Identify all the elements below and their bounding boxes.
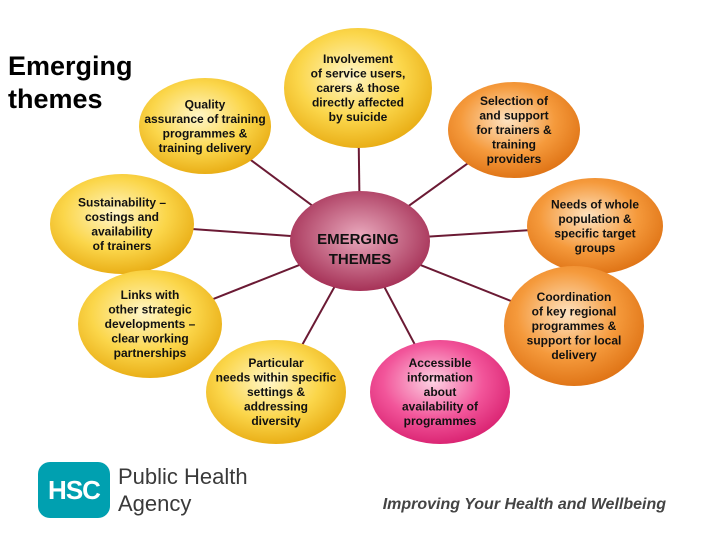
node-involvement-line-3: carers & those — [316, 81, 400, 95]
title-line-1: Emerging — [8, 51, 133, 81]
node-coordination-line-5: delivery — [551, 348, 597, 362]
node-needs-line-3: specific target — [554, 226, 635, 240]
node-coordination-line-3: programmes & — [532, 319, 617, 333]
hsc-logo: HSC Public Health Agency — [38, 462, 258, 520]
node-sustainability-bubble — [50, 174, 194, 274]
node-links-line-2: other strategic — [108, 303, 192, 317]
node-accessible-line-3: about — [424, 385, 457, 399]
node-quality-line-2: assurance of training — [144, 112, 265, 126]
hsc-badge: HSC — [38, 462, 110, 518]
organisation-name: Public Health Agency — [118, 463, 248, 517]
node-sustainability-line-3: availability — [91, 224, 153, 238]
tagline: Improving Your Health and Wellbeing — [382, 496, 666, 513]
node-selection-bubble — [448, 82, 580, 178]
svg-text:EMERGING THEMES: EMERGING THEMES — [317, 231, 403, 268]
node-accessible-line-2: information — [407, 371, 473, 385]
node-involvement-line-1: Involvement — [323, 52, 393, 66]
node-links-line-1: Links with — [121, 288, 180, 302]
node-needs-line-4: groups — [575, 241, 616, 255]
node-coordination-line-1: Coordination — [537, 290, 612, 304]
node-needs-line-2: population & — [558, 212, 632, 226]
node-quality-line-1: Quality — [185, 97, 226, 111]
node-quality-line-3: programmes & — [163, 126, 248, 140]
node-particular-line-5: diversity — [251, 414, 301, 428]
node-accessible-line-1: Accessible — [409, 356, 472, 370]
node-particular-line-3: settings & — [247, 385, 305, 399]
node-selection-line-3: for trainers & — [476, 123, 552, 137]
node-particular-line-2: needs within specific — [216, 371, 337, 385]
organisation-name-line-2: Agency — [118, 491, 192, 516]
node-needs-bubble — [527, 178, 663, 274]
node-links-bubble — [78, 270, 222, 378]
node-links-line-3: developments – — [105, 317, 196, 331]
node-involvement-bubble — [284, 28, 432, 148]
center-node: EMERGING THEMES — [290, 191, 430, 291]
node-selection-line-5: providers — [487, 152, 542, 166]
node-selection-line-1: Selection of — [480, 94, 549, 108]
node-coordination-line-2: of key regional — [532, 305, 617, 319]
node-particular-line-4: addressing — [244, 400, 308, 414]
node-involvement-line-4: directly affected — [312, 96, 404, 110]
title-line-2: themes — [8, 84, 103, 114]
center-label-line-1: EMERGING — [317, 231, 399, 248]
center-label-line-2: THEMES — [329, 251, 392, 268]
node-particular-line-1: Particular — [248, 356, 304, 370]
page-title: Emerging themes — [8, 50, 133, 116]
node-selection-line-2: and support — [479, 109, 548, 123]
node-links-line-5: partnerships — [114, 346, 187, 360]
node-involvement-line-5: by suicide — [329, 110, 388, 124]
node-sustainability-line-2: costings and — [85, 210, 159, 224]
node-accessible-bubble — [370, 340, 510, 444]
node-coordination-bubble — [504, 266, 644, 386]
node-quality-line-4: training delivery — [159, 141, 252, 155]
node-quality-bubble — [139, 78, 271, 174]
node-accessible-line-5: programmes — [404, 414, 477, 428]
node-accessible-line-4: availability of — [402, 400, 479, 414]
node-particular-bubble — [206, 340, 346, 444]
node-coordination-line-4: support for local — [527, 334, 622, 348]
node-sustainability-line-4: of trainers — [93, 239, 152, 253]
organisation-name-line-1: Public Health — [118, 464, 248, 489]
node-sustainability-line-1: Sustainability – — [78, 195, 166, 209]
node-links-line-4: clear working — [111, 332, 188, 346]
node-selection-line-4: training — [492, 138, 536, 152]
node-involvement-line-2: of service users, — [311, 67, 406, 81]
node-needs-line-1: Needs of whole — [551, 197, 639, 211]
